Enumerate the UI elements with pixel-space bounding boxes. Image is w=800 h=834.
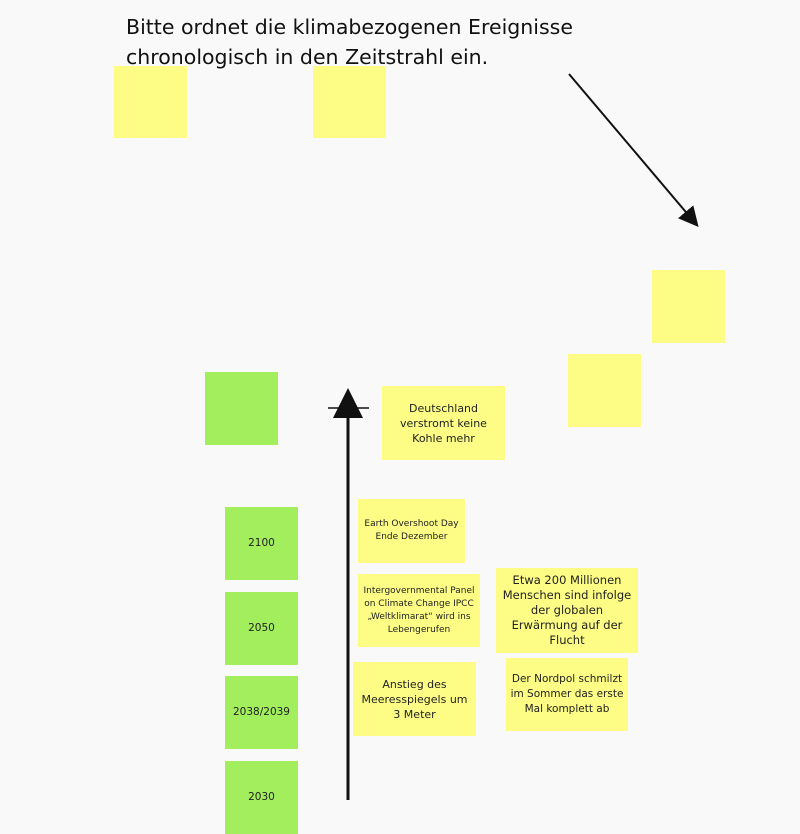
year-note[interactable]: 2050 <box>225 592 298 665</box>
blank-sticky-note[interactable] <box>652 270 725 343</box>
arrows-layer <box>328 73 699 800</box>
diagonal-arrow[interactable] <box>568 73 699 228</box>
year-note[interactable]: 2038/2039 <box>225 676 298 749</box>
instruction-text: Bitte ordnet die klimabezogenen Ereignis… <box>126 15 573 69</box>
blank-year-note[interactable] <box>205 372 278 445</box>
event-note[interactable]: Intergovernmental Panel on Climate Chang… <box>358 574 480 647</box>
blank-sticky-note[interactable] <box>114 66 187 138</box>
blank-sticky-note[interactable] <box>313 66 386 138</box>
year-note[interactable]: 2030 <box>225 761 298 834</box>
year-note[interactable]: 2100 <box>225 507 298 580</box>
event-note[interactable]: Etwa 200 Millionen Menschen sind infolge… <box>496 568 638 653</box>
event-note[interactable]: Anstieg des Meeresspiegels um 3 Meter <box>353 662 476 736</box>
event-note[interactable]: Der Nordpol schmilzt im Sommer das erste… <box>506 658 628 731</box>
event-note[interactable]: Deutschland verstromt keine Kohle mehr <box>382 386 505 460</box>
blank-sticky-note[interactable] <box>568 354 641 427</box>
event-note[interactable]: Earth Overshoot Day Ende Dezember <box>358 499 465 563</box>
